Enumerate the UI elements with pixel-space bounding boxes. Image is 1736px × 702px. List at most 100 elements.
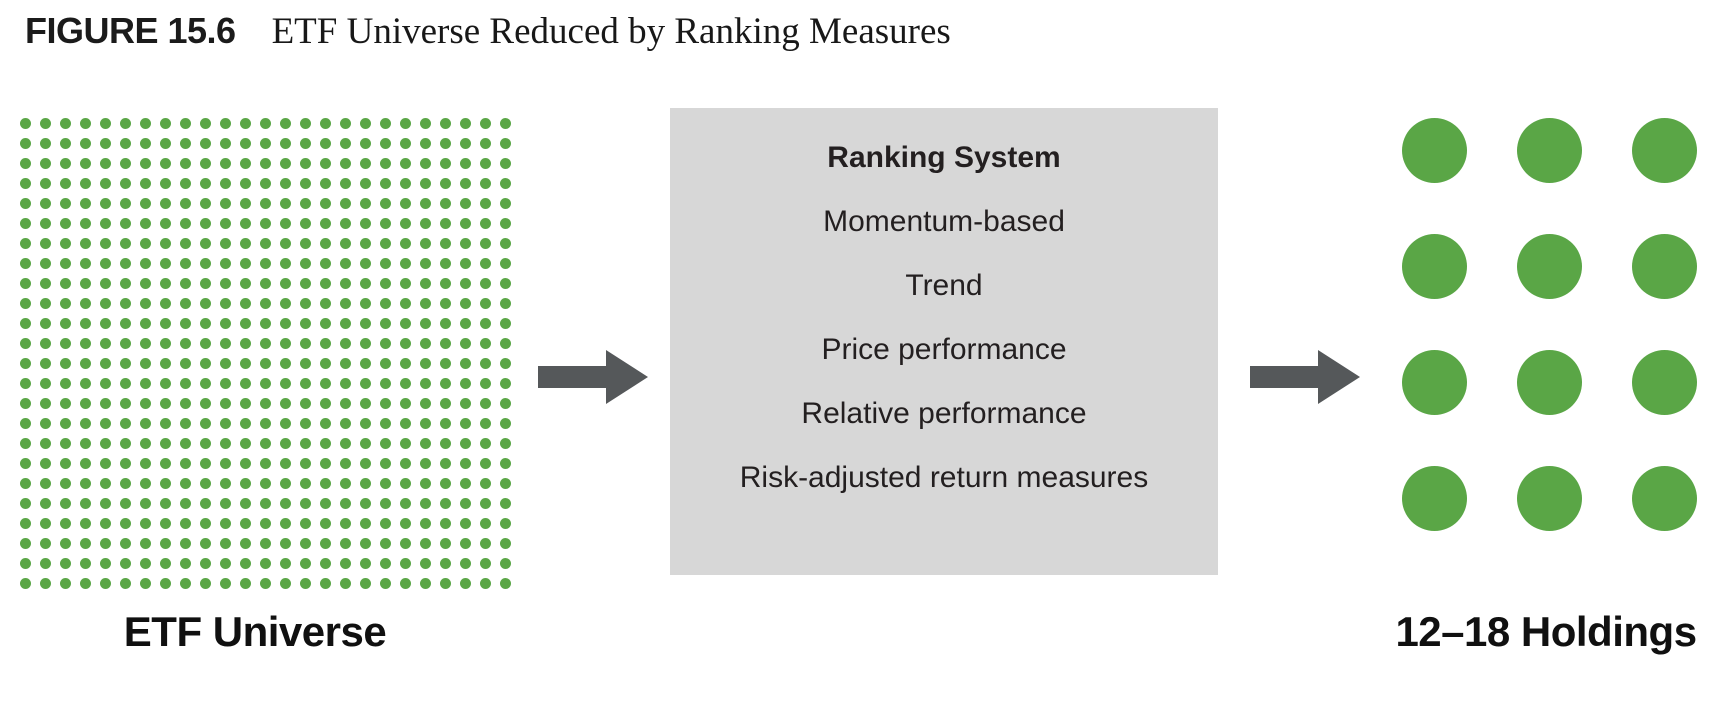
etf-dot-icon [99,577,111,589]
etf-dot-icon [379,257,391,269]
etf-dot-icon [379,577,391,589]
etf-dot-icon [139,157,151,169]
etf-dot-icon [399,437,411,449]
etf-dot-icon [419,197,431,209]
etf-dot-icon [319,137,331,149]
etf-dot-icon [319,197,331,209]
etf-dot-icon [39,177,51,189]
etf-dot-icon [299,257,311,269]
ranking-system-box: Ranking System Momentum-based Trend Pric… [670,108,1218,575]
etf-dot-icon [19,397,31,409]
etf-dot-icon [239,157,251,169]
ranking-item: Momentum-based [823,205,1065,238]
etf-dot-icon [259,277,271,289]
etf-dot-icon [19,357,31,369]
etf-dot-icon [359,137,371,149]
etf-dot-icon [219,497,231,509]
etf-dot-icon [499,297,511,309]
etf-dot-icon [379,517,391,529]
etf-dot-icon [59,337,71,349]
etf-dot-icon [419,457,431,469]
etf-dot-icon [279,417,291,429]
etf-dot-icon [459,537,471,549]
etf-dot-icon [439,137,451,149]
etf-dot-icon [239,337,251,349]
etf-dot-icon [379,477,391,489]
etf-dot-icon [319,477,331,489]
etf-dot-icon [339,497,351,509]
etf-dot-icon [219,177,231,189]
etf-dot-icon [139,277,151,289]
etf-dot-icon [159,377,171,389]
etf-dot-icon [439,117,451,129]
holding-dot-icon [1402,349,1467,415]
etf-dot-icon [19,497,31,509]
etf-dot-icon [39,537,51,549]
etf-dot-icon [459,377,471,389]
etf-dot-icon [279,257,291,269]
etf-dot-icon [219,277,231,289]
etf-dot-icon [459,417,471,429]
etf-dot-icon [79,357,91,369]
etf-dot-icon [119,537,131,549]
etf-dot-icon [419,417,431,429]
etf-dot-icon [259,497,271,509]
etf-dot-icon [439,357,451,369]
etf-dot-icon [219,557,231,569]
etf-dot-icon [139,457,151,469]
etf-dot-icon [379,417,391,429]
etf-dot-icon [379,277,391,289]
etf-dot-icon [239,497,251,509]
etf-dot-icon [399,557,411,569]
etf-dot-icon [279,137,291,149]
etf-dot-icon [159,537,171,549]
etf-dot-icon [479,357,491,369]
holdings-caption: 12–18 Holdings [1395,608,1697,655]
etf-dot-icon [339,137,351,149]
etf-dot-icon [119,397,131,409]
etf-dot-icon [99,237,111,249]
etf-dot-icon [99,177,111,189]
etf-dot-icon [199,297,211,309]
etf-dot-icon [39,277,51,289]
etf-dot-icon [19,177,31,189]
etf-dot-icon [299,557,311,569]
etf-dot-icon [19,557,31,569]
etf-dot-icon [399,517,411,529]
etf-dot-icon [379,237,391,249]
etf-dot-icon [279,317,291,329]
etf-dot-icon [499,197,511,209]
etf-dot-icon [139,197,151,209]
etf-dot-icon [279,157,291,169]
etf-dot-icon [59,557,71,569]
etf-dot-icon [179,357,191,369]
etf-dot-icon [39,257,51,269]
etf-dot-icon [319,397,331,409]
etf-dot-icon [419,317,431,329]
etf-dot-icon [239,377,251,389]
etf-dot-icon [59,277,71,289]
etf-dot-icon [139,437,151,449]
etf-dot-icon [159,177,171,189]
etf-dot-icon [99,357,111,369]
etf-dot-icon [159,397,171,409]
etf-dot-icon [119,157,131,169]
etf-dot-icon [299,417,311,429]
etf-dot-icon [59,377,71,389]
etf-dot-icon [79,437,91,449]
etf-dot-icon [499,397,511,409]
etf-dot-icon [399,297,411,309]
etf-dot-icon [259,297,271,309]
etf-dot-icon [119,337,131,349]
etf-dot-icon [259,237,271,249]
etf-dot-icon [339,217,351,229]
etf-dot-icon [259,317,271,329]
etf-dot-icon [99,137,111,149]
etf-dot-icon [239,137,251,149]
etf-dot-icon [39,157,51,169]
etf-dot-icon [219,197,231,209]
etf-dot-icon [39,117,51,129]
etf-dot-icon [159,497,171,509]
etf-dot-icon [439,217,451,229]
etf-dot-icon [459,437,471,449]
